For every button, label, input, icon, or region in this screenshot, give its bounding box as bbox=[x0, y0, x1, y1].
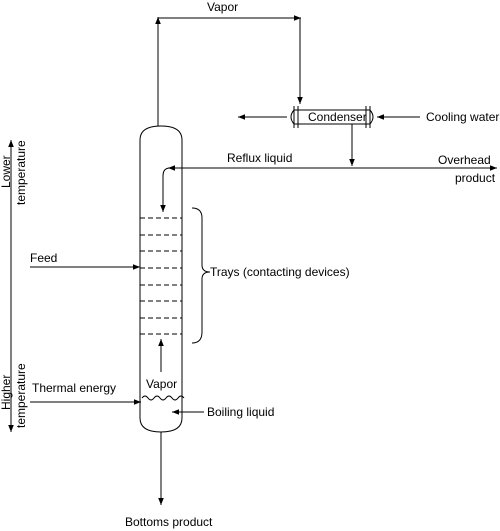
higher-temperature-label-line2: temperature bbox=[14, 363, 28, 428]
column-shell bbox=[139, 125, 183, 433]
condenser-label: Condenser bbox=[308, 110, 367, 124]
trays-label: Trays (contacting devices) bbox=[210, 265, 350, 279]
vapor-top-label: Vapor bbox=[207, 0, 238, 14]
lower-temperature-label-line2: temperature bbox=[14, 140, 28, 205]
overhead-product-label-line1: Overhead bbox=[438, 153, 491, 167]
vapor-line bbox=[157, 17, 303, 126]
condenser bbox=[290, 106, 374, 128]
thermal-energy-label: Thermal energy bbox=[32, 381, 116, 395]
lower-temperature-label-line1: Lower bbox=[0, 155, 13, 188]
overhead-product-label-line2: product bbox=[455, 171, 496, 185]
vapor-inside-label: Vapor bbox=[146, 377, 177, 391]
feed-label: Feed bbox=[30, 251, 57, 265]
boiling-liquid-label: Boiling liquid bbox=[207, 405, 274, 419]
trays-bracket bbox=[191, 207, 211, 344]
reflux-liquid-label: Reflux liquid bbox=[227, 151, 292, 165]
higher-temperature-label-line1: Higher bbox=[0, 375, 13, 410]
bottoms-product-label: Bottoms product bbox=[125, 515, 213, 529]
trays bbox=[140, 217, 182, 335]
boiling-liquid-surface bbox=[141, 395, 185, 401]
cooling-water-label: Cooling water bbox=[426, 110, 499, 124]
reflux-into-column bbox=[160, 167, 171, 212]
